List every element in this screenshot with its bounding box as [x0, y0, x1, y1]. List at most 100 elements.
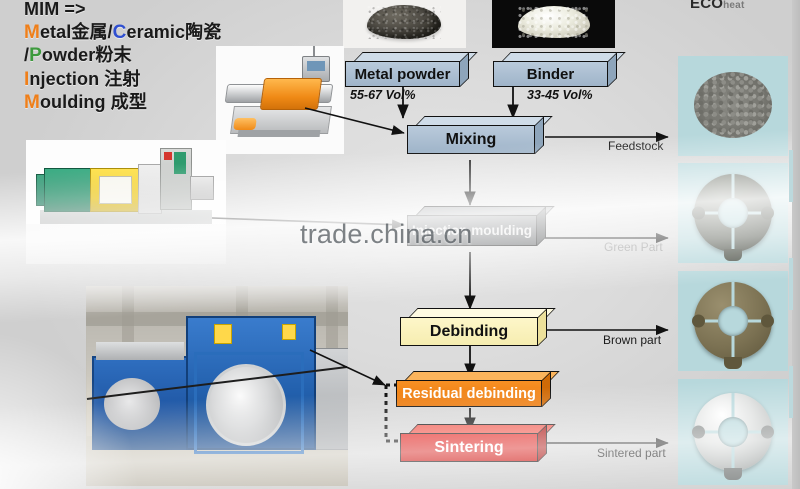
title-line-metal-ceramic: Metal金属/Ceramic陶瓷	[24, 21, 264, 45]
ecoheat-logo: ECOheat	[690, 0, 744, 12]
page-title: MIM => Metal金属/Ceramic陶瓷 /Powder粉末 Injec…	[24, 0, 264, 115]
extruder-panel-screen	[307, 61, 325, 71]
caption-green-part: Green Part	[604, 240, 663, 254]
caption-sintered-part: Sintered part	[597, 446, 666, 460]
brown-part-lug-left	[692, 314, 705, 328]
metal-powder-photo	[343, 0, 466, 48]
green-part-bore	[718, 198, 748, 228]
binder-vol-label: 33-45 Vol%	[527, 88, 593, 102]
box-injection-side	[537, 206, 546, 246]
imm-safety-door	[90, 168, 140, 212]
box-injection-top	[416, 206, 555, 215]
box-mixing[interactable]: Mixing	[407, 116, 553, 154]
binder-heap-shape	[518, 6, 590, 38]
brown-part-lug-right	[761, 314, 774, 328]
box-metal-powder[interactable]: Metal powder	[345, 52, 478, 87]
green-part-lug-left	[692, 206, 705, 220]
product-feedstock-photo	[678, 56, 788, 156]
green-part-ring	[692, 174, 774, 261]
box-residual-label: Residual debinding	[396, 380, 542, 407]
box-sintering[interactable]: Sintering	[400, 424, 556, 462]
title-ceramic-initial: C	[112, 21, 127, 43]
rail-teal-tick-3	[789, 366, 793, 418]
box-residual-top	[405, 371, 560, 380]
title-powder-initial: P	[29, 45, 42, 66]
furnace-warning-label-2	[282, 324, 296, 340]
metal-powder-vol-label: 55-67 Vol%	[350, 88, 416, 102]
title-line-moulding: Moulding 成型	[24, 91, 264, 115]
sintered-part-bore	[718, 417, 748, 447]
caption-brown-part: Brown part	[603, 333, 662, 347]
imm-injection-unit	[138, 164, 162, 214]
powder-heap-shape	[367, 5, 441, 39]
caption-feedstock: Feedstock	[608, 139, 664, 153]
logo-sub-text: heat	[723, 0, 745, 11]
furnace-secondary-top	[96, 342, 184, 360]
box-debinding[interactable]: Debinding	[400, 308, 556, 346]
imm-control-tower	[160, 148, 192, 210]
extruder-base	[237, 130, 321, 137]
box-injection-label: Injection moulding	[407, 215, 537, 246]
imm-floor	[26, 224, 226, 264]
box-mixing-label: Mixing	[407, 125, 535, 154]
sintered-part-tab	[724, 468, 742, 480]
box-debinding-side	[538, 308, 547, 346]
extruder-drive-unit	[259, 78, 323, 110]
brown-part-bore	[718, 306, 748, 336]
sintered-part-lug-right	[761, 425, 774, 439]
rail-teal-tick-2	[789, 258, 793, 310]
right-edge-rail	[792, 0, 800, 489]
title-ceramic-rest: eramic陶瓷	[126, 21, 222, 42]
product-brown-part-photo	[678, 271, 788, 371]
extruder-photo	[216, 46, 344, 154]
title-line-injection: Injection 注射	[24, 68, 264, 92]
imm-alarm-light	[164, 152, 172, 160]
box-binder-label: Binder	[493, 61, 608, 87]
imm-hopper	[190, 176, 214, 200]
injection-machine-photo	[26, 140, 226, 264]
arrow-machine-to-injection	[211, 217, 405, 230]
furnace-secondary-door	[104, 378, 160, 430]
imm-door-window	[99, 176, 132, 204]
extruder-motor	[233, 118, 257, 130]
box-metal-label: Metal powder	[345, 61, 460, 87]
box-sintering-top	[409, 424, 556, 433]
binder-grain-texture	[518, 6, 590, 38]
logo-main-text: ECO	[690, 0, 724, 12]
green-part-lug-right	[761, 206, 774, 220]
furnace-warning-label-1	[214, 324, 232, 344]
title-metal-rest: etal金属/	[39, 21, 113, 42]
title-powder-rest: owder粉末	[41, 45, 132, 65]
box-mixing-side	[535, 116, 544, 154]
box-injection-moulding[interactable]: Injection moulding	[407, 206, 555, 246]
title-mim-text: MIM =>	[24, 0, 86, 19]
feedstock-pellets-shape	[694, 72, 772, 138]
box-mixing-top	[416, 116, 553, 125]
sintered-part-ring	[692, 393, 774, 480]
title-line-mim: MIM =>	[24, 0, 264, 21]
imm-clamp-unit	[44, 168, 92, 212]
rail-teal-tick-1	[789, 150, 793, 202]
brown-part-tab	[724, 357, 742, 369]
title-moulding-rest: oulding 成型	[39, 92, 147, 112]
box-sintering-side	[538, 424, 547, 462]
box-debinding-top	[409, 308, 556, 317]
imm-screen	[174, 152, 186, 174]
brown-part-ring	[692, 282, 774, 369]
product-sintered-part-photo	[678, 379, 788, 485]
box-sintering-label: Sintering	[400, 433, 538, 462]
box-binder[interactable]: Binder	[493, 52, 626, 87]
furnace-top-haze	[86, 286, 348, 312]
box-metal-top	[354, 52, 478, 61]
title-powder-slash: /	[24, 45, 30, 65]
sintered-part-lug-left	[692, 425, 705, 439]
title-injection-initial: I	[24, 68, 30, 90]
box-debinding-label: Debinding	[400, 317, 538, 346]
title-metal-initial: M	[24, 21, 40, 43]
title-injection-rest: njection 注射	[29, 68, 141, 89]
powder-grain-texture	[367, 5, 441, 39]
extruder-mast	[313, 46, 315, 58]
box-residual-debinding[interactable]: Residual debinding	[396, 371, 560, 407]
title-line-powder: /Powder粉末	[24, 44, 264, 68]
